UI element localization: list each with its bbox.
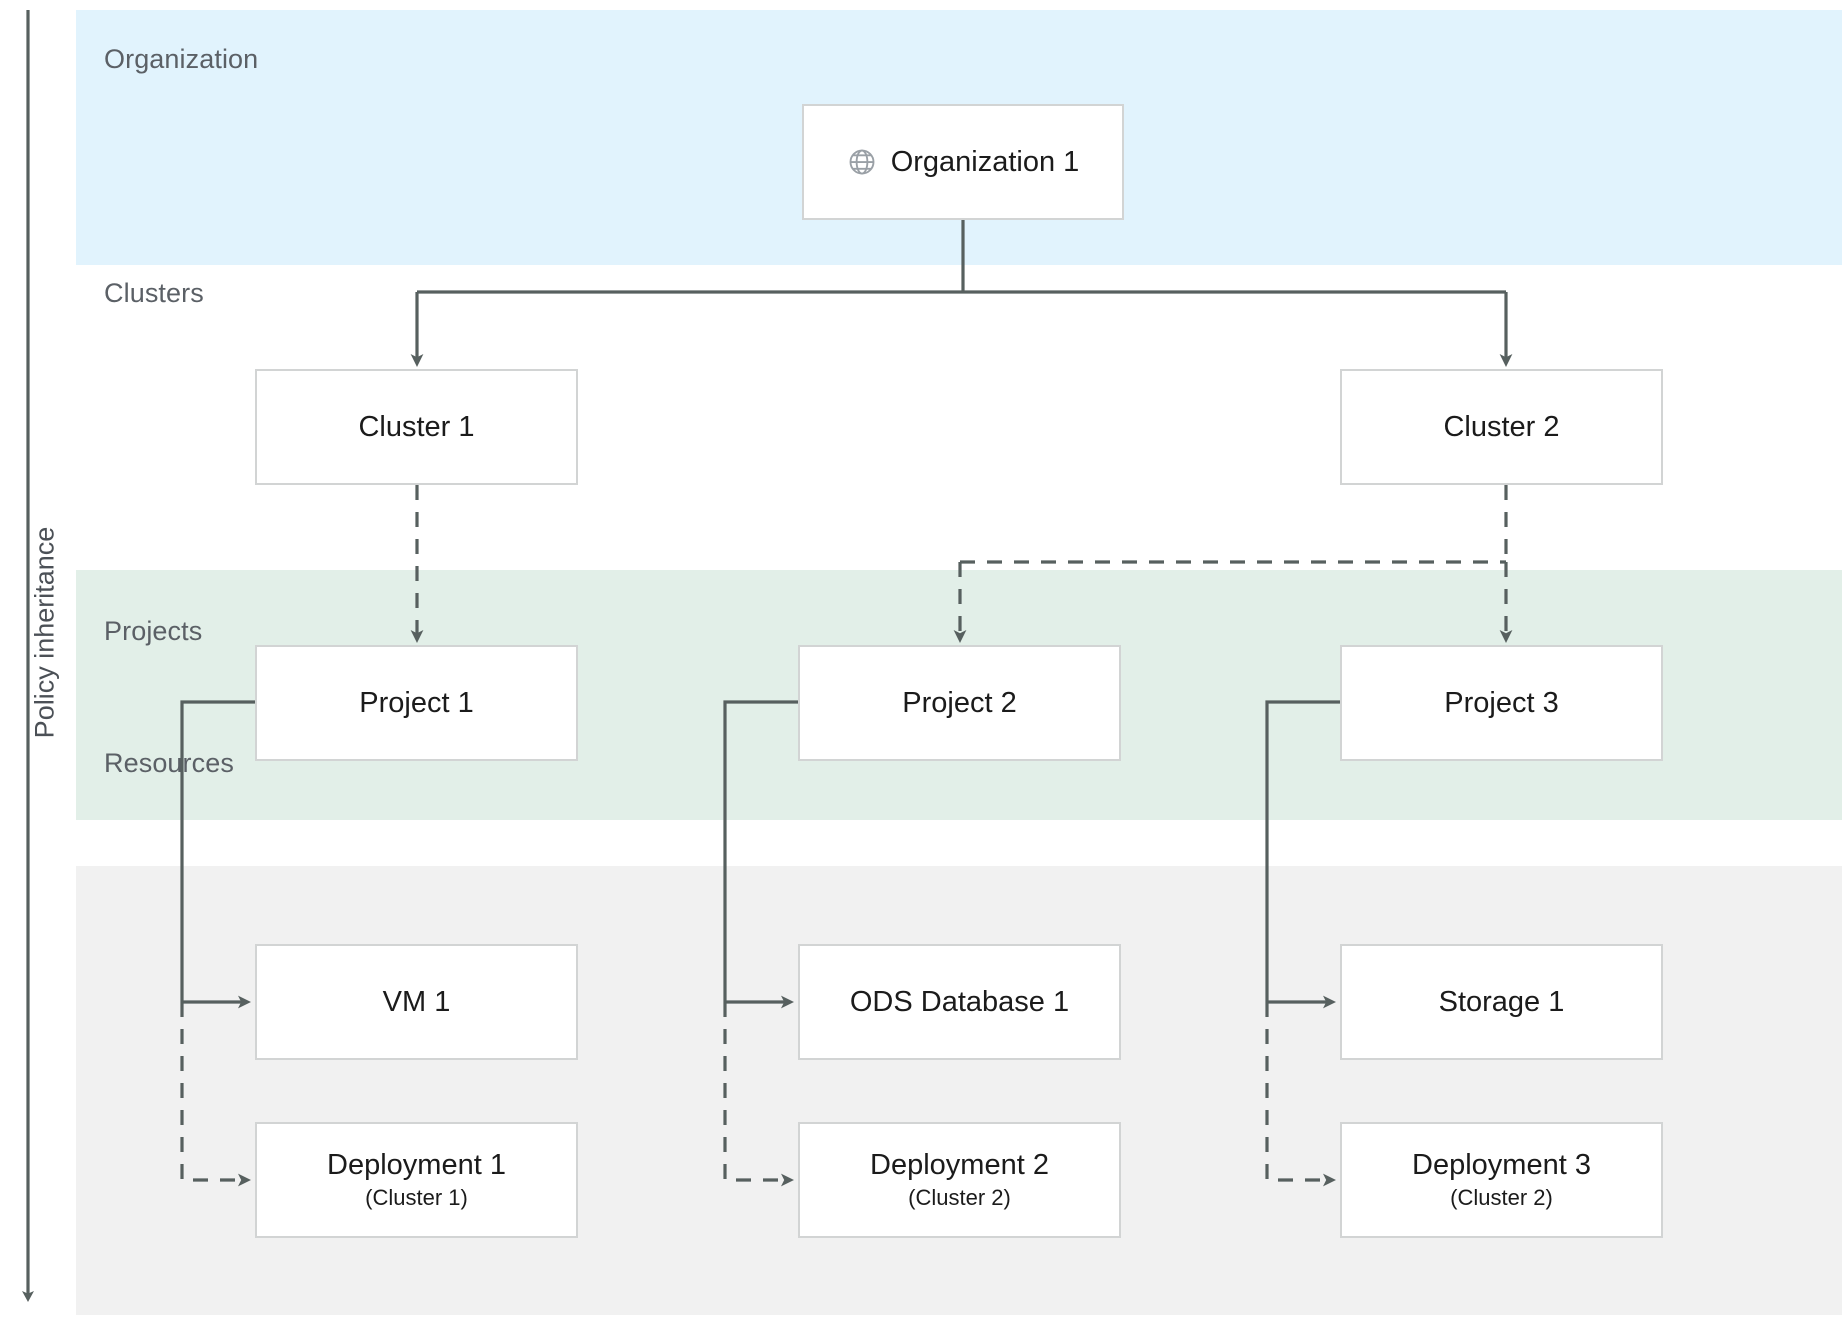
node-label: Project 2 [902,686,1017,719]
node-sublabel: (Cluster 1) [365,1184,468,1210]
node-sublabel: (Cluster 2) [908,1184,1011,1210]
node-project-1[interactable]: Project 1 [255,645,578,761]
band-label-projects: Projects [104,616,203,646]
node-label: Project 1 [359,686,474,719]
band-label-resources: Resources [104,748,234,778]
node-sublabel: (Cluster 2) [1450,1184,1553,1210]
node-storage-1[interactable]: Storage 1 [1340,944,1663,1060]
node-organization-1[interactable]: Organization 1 [802,104,1124,220]
node-label: Deployment 2 [870,1149,1049,1182]
node-vm-1[interactable]: VM 1 [255,944,578,1060]
policy-inheritance-axis: Policy inheritance [0,0,70,1326]
node-cluster-1[interactable]: Cluster 1 [255,369,578,485]
policy-inheritance-arrow-icon [22,10,34,1302]
band-label-organization: Organization [104,44,259,74]
node-project-2[interactable]: Project 2 [798,645,1121,761]
node-cluster-2[interactable]: Cluster 2 [1340,369,1663,485]
node-label: Deployment 1 [327,1149,506,1182]
node-project-3[interactable]: Project 3 [1340,645,1663,761]
band-label-clusters: Clusters [104,278,204,308]
globe-icon [847,147,877,177]
node-label: Storage 1 [1438,985,1565,1018]
node-label: Project 3 [1444,686,1559,719]
node-deployment-1[interactable]: Deployment 1 (Cluster 1) [255,1122,578,1238]
node-label: Deployment 3 [1412,1149,1591,1182]
node-label: VM 1 [382,985,451,1018]
node-ods-database-1[interactable]: ODS Database 1 [798,944,1121,1060]
node-label: ODS Database 1 [849,985,1070,1018]
node-label: Organization 1 [890,145,1080,178]
node-deployment-3[interactable]: Deployment 3 (Cluster 2) [1340,1122,1663,1238]
policy-inheritance-label: Policy inheritance [29,526,60,739]
node-label: Cluster 1 [358,410,475,443]
node-deployment-2[interactable]: Deployment 2 (Cluster 2) [798,1122,1121,1238]
band-resources [76,866,1842,1315]
node-label: Cluster 2 [1443,410,1560,443]
